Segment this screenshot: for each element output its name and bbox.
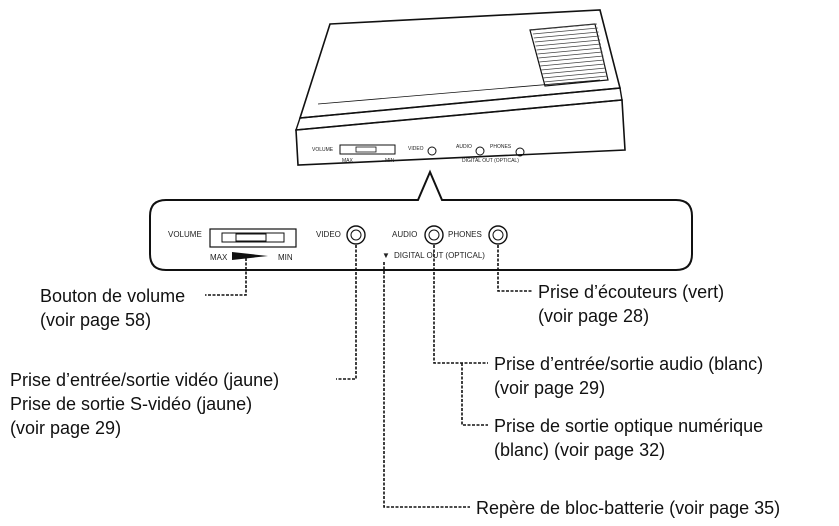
callout-optical-out-line2: (blanc) (voir page 32) <box>494 440 665 460</box>
callout-battery-mark: Repère de bloc-batterie (voir page 35) <box>476 498 780 518</box>
leader-battery <box>383 262 470 508</box>
panel-video-jack-outer <box>346 225 366 245</box>
device-phones-label: PHONES <box>490 144 512 150</box>
panel-volume-label: VOLUME <box>168 230 202 239</box>
callout-audio-jack-line1: Prise d’entrée/sortie audio (blanc) <box>494 354 763 374</box>
panel-audio-jack-inner <box>428 229 440 241</box>
device-digital-out-label: DIGITAL OUT (OPTICAL) <box>462 158 519 164</box>
vent-line <box>539 55 604 63</box>
callout-audio-jack-line2: (voir page 29) <box>494 378 605 398</box>
device-video-label: VIDEO <box>408 146 424 152</box>
vent-line <box>534 35 600 43</box>
panel-volume-knob <box>235 233 267 242</box>
callout-headphones-line2: (voir page 28) <box>538 306 649 326</box>
leader-audio <box>433 245 488 364</box>
callout-headphones-line1: Prise d’écouteurs (vert) <box>538 282 724 302</box>
device-lid-edge <box>317 79 601 105</box>
vent-line <box>537 47 602 55</box>
callout-video-jack-line2: Prise de sortie S-vidéo (jaune) <box>10 394 252 414</box>
vent-line <box>542 71 607 79</box>
panel-phones-jack-outer <box>488 225 508 245</box>
panel-volume-wedge <box>232 252 268 260</box>
panel-video-jack-inner <box>350 229 362 241</box>
vent-line <box>540 63 606 71</box>
leader-lines <box>205 245 532 508</box>
vent-line <box>531 23 598 31</box>
vent-line <box>533 31 599 39</box>
callout-video-jack-line1: Prise d’entrée/sortie vidéo (jaune) <box>10 370 279 390</box>
device-lid-front <box>294 87 623 131</box>
panel-min-label: MIN <box>278 253 293 262</box>
panel-phones-label: PHONES <box>448 230 482 239</box>
panel-video-label: VIDEO <box>316 230 341 239</box>
device-volume-slot <box>339 144 396 155</box>
panel-audio-jack-outer <box>424 225 444 245</box>
callout-volume-button-line2: (voir page 58) <box>40 310 151 330</box>
vent-line <box>540 59 605 67</box>
callout-panel <box>149 169 693 271</box>
device-phones-jack <box>515 147 525 157</box>
vent-line <box>541 67 606 75</box>
device-max-label: MAX <box>342 158 354 164</box>
leader-optical <box>461 363 488 426</box>
callout-volume-button-line1: Bouton de volume <box>40 286 185 306</box>
vent-line <box>536 43 602 51</box>
vent-line <box>538 51 603 59</box>
panel-triangle-mark: ▼ <box>382 251 390 260</box>
panel-volume-slider <box>209 228 297 248</box>
vent-line <box>543 75 608 83</box>
leader-volume <box>205 258 247 296</box>
callout-optical-out-line1: Prise de sortie optique numérique <box>494 416 763 436</box>
device-illustration: VOLUME MAX MIN VIDEO AUDIO PHONES DIGITA… <box>294 9 626 166</box>
callout-video-jack-line3: (voir page 29) <box>10 418 121 438</box>
panel-max-label: MAX <box>210 253 228 262</box>
leader-phones <box>497 245 532 292</box>
vent-line <box>532 27 598 35</box>
vent-grille <box>529 23 609 87</box>
device-video-jack <box>427 146 437 156</box>
device-volume-knob <box>355 146 377 153</box>
device-min-label: MIN <box>385 158 395 164</box>
device-audio-label: AUDIO <box>456 144 472 150</box>
leader-video <box>336 245 357 380</box>
device-base <box>295 99 626 166</box>
device-volume-label: VOLUME <box>312 147 334 153</box>
panel-phones-jack-inner <box>492 229 504 241</box>
device-audio-jack <box>475 146 485 156</box>
panel-digital-out-label: DIGITAL OUT (OPTICAL) <box>394 251 485 260</box>
panel-volume-slot <box>221 232 285 243</box>
panel-audio-label: AUDIO <box>392 230 417 239</box>
vent-line <box>535 39 601 47</box>
